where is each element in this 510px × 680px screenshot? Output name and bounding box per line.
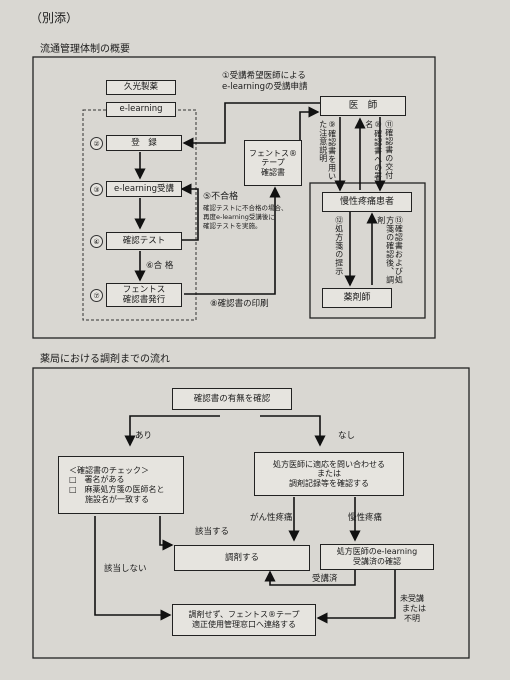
elearning-box: e-learning — [106, 102, 176, 117]
course-box: e-learning受講 — [106, 181, 182, 197]
label-not-taken-3: 不明 — [404, 614, 420, 623]
fail-title: ⑤不合格 — [203, 192, 239, 202]
arrow-not-applicable — [94, 516, 172, 621]
issue-box: フェントス 確認書発行 — [106, 283, 182, 307]
label-not-applicable: 該当しない — [104, 564, 147, 574]
step1-line1: ①受講希望医師による — [222, 71, 306, 81]
fail-line1: 確認テストに不合格の場合、 — [203, 204, 288, 212]
fail-line3: 確認テストを実施。 — [203, 222, 262, 230]
final-line2: 適正使用管理窓口へ連絡する — [192, 620, 296, 629]
label-step11: ⑪確認書の交付 — [384, 120, 394, 180]
confirm-box: 確認書の有無を確認 — [172, 388, 292, 410]
company-box: 久光製薬 — [106, 80, 176, 95]
section1-title: 流通管理体制の概要 — [40, 44, 130, 55]
label-step10: ⑩確認書への署名 — [364, 120, 383, 181]
arrow-nashi — [260, 415, 326, 447]
pass-label: ⑥合 格 — [146, 261, 174, 271]
final-line1: 調剤せず、フェントス®テープ — [188, 610, 300, 620]
arrow-print — [184, 186, 281, 295]
section2-title: 薬局における調剤までの流れ — [40, 354, 170, 365]
label-step9: ⑨確認書を用いた注意説明 — [318, 120, 337, 181]
step4-number: ④ — [90, 235, 103, 248]
header-tag: （別添） — [30, 11, 79, 25]
arrow-fail-loop — [180, 183, 199, 241]
patient-box: 慢性疼痛患者 — [322, 192, 412, 212]
label-taken: 受講済 — [312, 574, 338, 584]
doc-line3: 確認書 — [261, 167, 285, 177]
inquiry-line1: 処方医師に適応を問い合わせる — [273, 459, 385, 469]
print-label: ⑧確認書の印刷 — [210, 299, 269, 309]
arrow-not-taken — [316, 570, 396, 624]
label-not-taken-1: 未受講 — [400, 594, 424, 603]
step7-number: ⑦ — [90, 289, 103, 302]
register-box: 登 録 — [106, 135, 182, 151]
check-title: ＜確認書のチェック＞ — [69, 465, 149, 475]
arrow-applicable — [159, 516, 174, 551]
step1-line2: e-learningの受講申請 — [222, 82, 308, 92]
check-item2: □ 麻薬処方箋の医師名と — [69, 485, 165, 494]
inquiry-line3: 調剤記録等を確認する — [289, 478, 369, 488]
test-box: 確認テスト — [106, 232, 182, 250]
label-step13: ⑬確認書および処方箋の確認後、調剤 — [376, 216, 404, 284]
issue-line1: フェントス — [122, 284, 166, 295]
label-applicable: 該当する — [195, 527, 230, 537]
label-not-taken-2: または — [402, 604, 426, 613]
label-nashi: なし — [338, 431, 356, 441]
step3-number: ③ — [90, 183, 103, 196]
patient-pharmacy-group — [309, 182, 426, 319]
section1-frame — [32, 56, 436, 339]
label-step12: ⑫処方箋の提示 — [334, 216, 344, 276]
label-cancer: がん性疼痛 — [250, 513, 293, 523]
confirmation-document: フェントス® テープ 確認書 — [244, 140, 302, 186]
fail-line2: 再度e-learning受講後に — [203, 213, 275, 221]
section2-frame — [32, 367, 470, 659]
arrow-taken — [264, 570, 356, 586]
arrow-doctor-register — [182, 102, 320, 149]
elearning-check-box: 処方医師のe-learning 受講済の確認 — [320, 544, 434, 570]
inquiry-line2: または — [317, 469, 341, 479]
label-ari: あり — [135, 431, 153, 441]
arrow-ari — [124, 415, 220, 447]
elearning-check-line2: 受講済の確認 — [353, 557, 401, 566]
label-chronic: 慢性疼痛 — [348, 513, 383, 523]
pharmacist-box: 薬剤師 — [322, 288, 392, 308]
doc-line1: フェントス® — [249, 148, 297, 158]
doc-line2: テープ — [261, 158, 285, 168]
step2-number: ② — [90, 137, 103, 150]
check-box: ＜確認書のチェック＞ □ 署名がある □ 麻薬処方箋の医師名と 施設名が一致する — [58, 456, 184, 514]
inquiry-box: 処方医師に適応を問い合わせる または 調剤記録等を確認する — [254, 452, 404, 496]
arrow-doc-doctor — [299, 106, 320, 140]
check-item1: □ 署名がある — [69, 475, 125, 485]
final-box: 調剤せず、フェントス®テープ 適正使用管理窓口へ連絡する — [172, 604, 316, 636]
issue-line2: 確認書発行 — [122, 295, 166, 305]
doctor-box: 医 師 — [320, 96, 406, 116]
dispense-box: 調剤する — [174, 545, 310, 571]
elearning-check-line1: 処方医師のe-learning — [336, 547, 418, 557]
check-item3: 施設名が一致する — [69, 494, 149, 504]
